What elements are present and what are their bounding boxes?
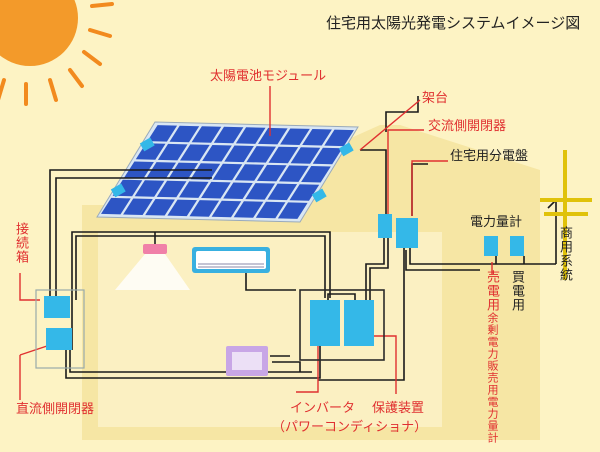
- dc-breaker: [46, 328, 72, 350]
- buy-meter: [510, 236, 524, 256]
- solar-cell: [135, 143, 166, 160]
- label-ac-breaker: 交流側開閉器: [428, 119, 507, 134]
- protection-device: [344, 300, 374, 346]
- power-conditioner-frame: [299, 289, 385, 361]
- solar-cell: [234, 164, 265, 181]
- label-distribution-board: 住宅用分電盤: [450, 149, 529, 164]
- solar-cell: [256, 164, 287, 182]
- solar-cell: [180, 144, 210, 161]
- leader-lines: [19, 86, 493, 400]
- solar-cell: [246, 146, 276, 163]
- solar-cell: [290, 147, 321, 164]
- label-inverter: インバータ: [290, 401, 356, 416]
- solar-cell: [279, 165, 309, 182]
- solar-cell: [169, 125, 200, 143]
- solar-cell: [191, 126, 222, 143]
- solar-cell: [235, 127, 266, 144]
- solar-cell: [277, 202, 308, 219]
- solar-cell: [202, 145, 232, 162]
- solar-cell: [134, 180, 165, 197]
- label-power-conditioner: （パワーコンディショナ）: [272, 420, 428, 435]
- solar-cell: [224, 145, 254, 163]
- ceiling-lamp-icon: [115, 232, 190, 290]
- junction-box: [44, 296, 70, 318]
- solar-cell: [268, 146, 299, 164]
- solar-cell: [213, 126, 244, 144]
- solar-cell: [211, 200, 242, 218]
- label-meter: 電力量計: [470, 215, 523, 230]
- solar-panel: [96, 121, 359, 223]
- solar-cell: [157, 143, 188, 161]
- label-grid: 商用系統: [557, 226, 572, 282]
- solar-cell: [189, 200, 220, 217]
- diagram-title: 住宅用太陽光発電システムイメージ図: [326, 14, 581, 32]
- air-conditioner-icon: [192, 247, 270, 273]
- solar-cell: [101, 197, 131, 215]
- label-mount: 架台: [422, 91, 449, 106]
- sell-meter: [484, 236, 498, 256]
- solar-cell: [212, 163, 243, 181]
- solar-cell: [223, 182, 253, 199]
- solar-cell: [179, 181, 209, 198]
- utility-pole-icon: [540, 150, 592, 280]
- label-sell-power: 売電用: [484, 270, 499, 312]
- solar-cell: [267, 183, 298, 201]
- label-protection: 保護装置: [372, 401, 425, 416]
- solar-cell: [301, 166, 331, 183]
- solar-cell: [190, 163, 221, 180]
- solar-cell: [302, 129, 332, 146]
- solar-cell: [145, 199, 175, 216]
- solar-cell: [201, 181, 231, 199]
- distribution-board: [396, 218, 418, 248]
- solar-cell: [245, 183, 275, 200]
- solar-cell: [324, 129, 354, 147]
- solar-cell: [233, 201, 264, 218]
- solar-cell: [167, 199, 197, 217]
- solar-cell: [289, 184, 320, 201]
- appliance-icon: [226, 346, 268, 376]
- label-sell-note: 余剰電力販売用電力量計: [486, 312, 499, 444]
- junction-box-frame: [35, 289, 85, 369]
- label-buy-power: 買電用: [509, 270, 524, 312]
- solar-cell: [147, 125, 178, 142]
- label-junction-box: 接続箱: [13, 222, 28, 264]
- ac-breaker: [378, 214, 392, 238]
- solar-cell: [280, 128, 310, 145]
- solar-cell: [255, 201, 286, 219]
- solar-cell: [156, 180, 187, 198]
- solar-cell: [312, 147, 343, 165]
- solar-cell: [168, 162, 199, 180]
- inverter: [310, 300, 340, 346]
- label-solar-module: 太陽電池モジュール: [210, 69, 327, 84]
- solar-cell: [258, 127, 288, 145]
- label-dc-breaker: 直流側開閉器: [16, 402, 95, 417]
- mount-brackets: [110, 137, 354, 203]
- solar-cell: [123, 198, 153, 215]
- sun-icon: [0, 0, 114, 106]
